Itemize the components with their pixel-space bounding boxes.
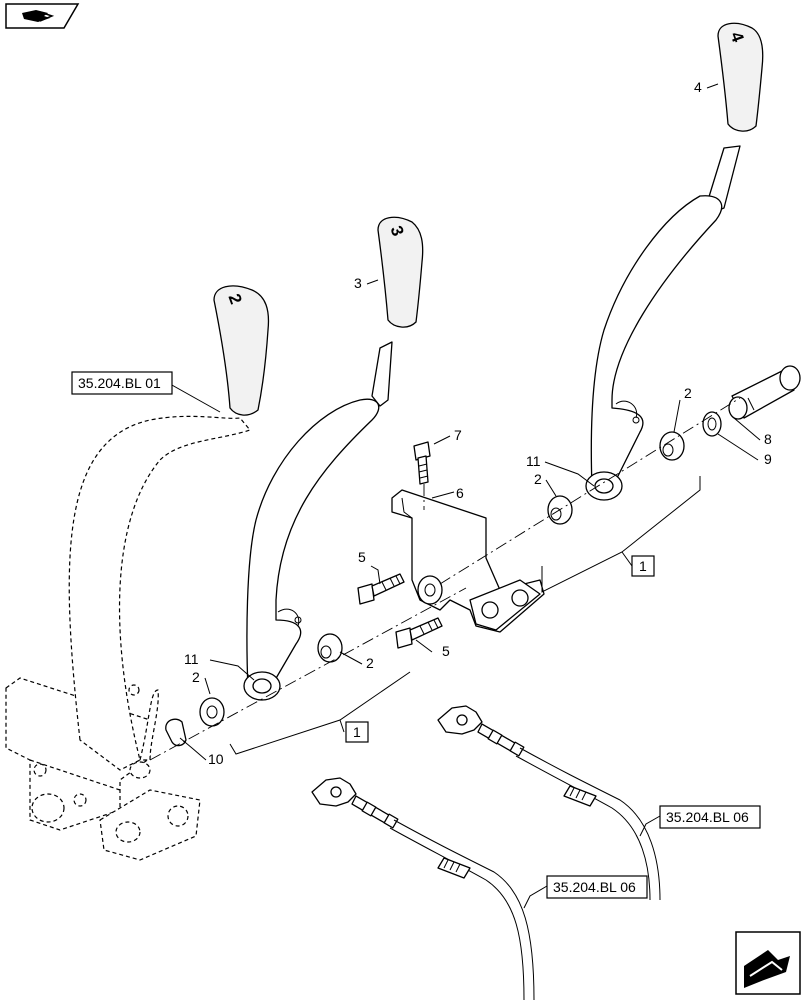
ref-link-bl06-upper[interactable]: 35.204.BL 06: [659, 805, 761, 829]
callout-8: 8: [764, 431, 772, 447]
cable-upper: [437, 705, 661, 901]
ghost-lever-assembly: [5, 415, 251, 861]
bracket-6: [391, 489, 545, 633]
ref-link-bl06-lower[interactable]: 35.204.BL 06: [546, 875, 648, 899]
ref-link-bl01[interactable]: 35.204.BL 01: [71, 371, 173, 395]
group-line-1a: [229, 671, 411, 755]
lever-left: [243, 341, 393, 701]
knob-4: 4: [717, 22, 764, 132]
axis-left: [149, 587, 467, 761]
svg-text:1: 1: [353, 724, 361, 740]
callout-6: 6: [456, 485, 464, 501]
group-box-1a[interactable]: 1: [345, 721, 369, 743]
callout-2d: 2: [684, 385, 692, 401]
group-box-1b[interactable]: 1: [631, 555, 655, 577]
svg-text:35.204.BL 06: 35.204.BL 06: [553, 879, 636, 895]
callout-10: 10: [208, 751, 224, 767]
nut-2-d: [659, 431, 685, 461]
group-line-1b: [541, 476, 701, 593]
knob-3: 3: [377, 216, 424, 328]
svg-text:35.204.BL 06: 35.204.BL 06: [666, 809, 749, 825]
next-page-icon[interactable]: [735, 931, 801, 995]
knob-2: 2: [213, 285, 270, 416]
callout-5b: 5: [442, 643, 450, 659]
bolt-5-lower: [395, 617, 443, 649]
callout-9: 9: [764, 451, 772, 467]
callout-11a: 11: [184, 651, 199, 667]
svg-text:35.204.BL 01: 35.204.BL 01: [78, 375, 161, 391]
callout-7: 7: [454, 427, 462, 443]
cable-lower: [311, 777, 535, 1000]
callout-3: 3: [354, 275, 362, 291]
callout-2b: 2: [366, 655, 374, 671]
prev-page-icon[interactable]: [5, 3, 80, 29]
callout-2a: 2: [192, 669, 200, 685]
nut-2-a: [199, 697, 225, 727]
bolt-7: [413, 441, 431, 485]
callout-11b: 11: [526, 453, 541, 469]
pin-8: [728, 365, 801, 420]
clip-10: [165, 718, 187, 747]
lever-right: [585, 145, 741, 501]
svg-text:1: 1: [639, 558, 647, 574]
axis-right: [439, 397, 741, 585]
bolt-5-upper: [357, 573, 405, 605]
callout-4: 4: [694, 79, 702, 95]
callout-2c: 2: [534, 471, 542, 487]
callout-5a: 5: [358, 549, 366, 565]
